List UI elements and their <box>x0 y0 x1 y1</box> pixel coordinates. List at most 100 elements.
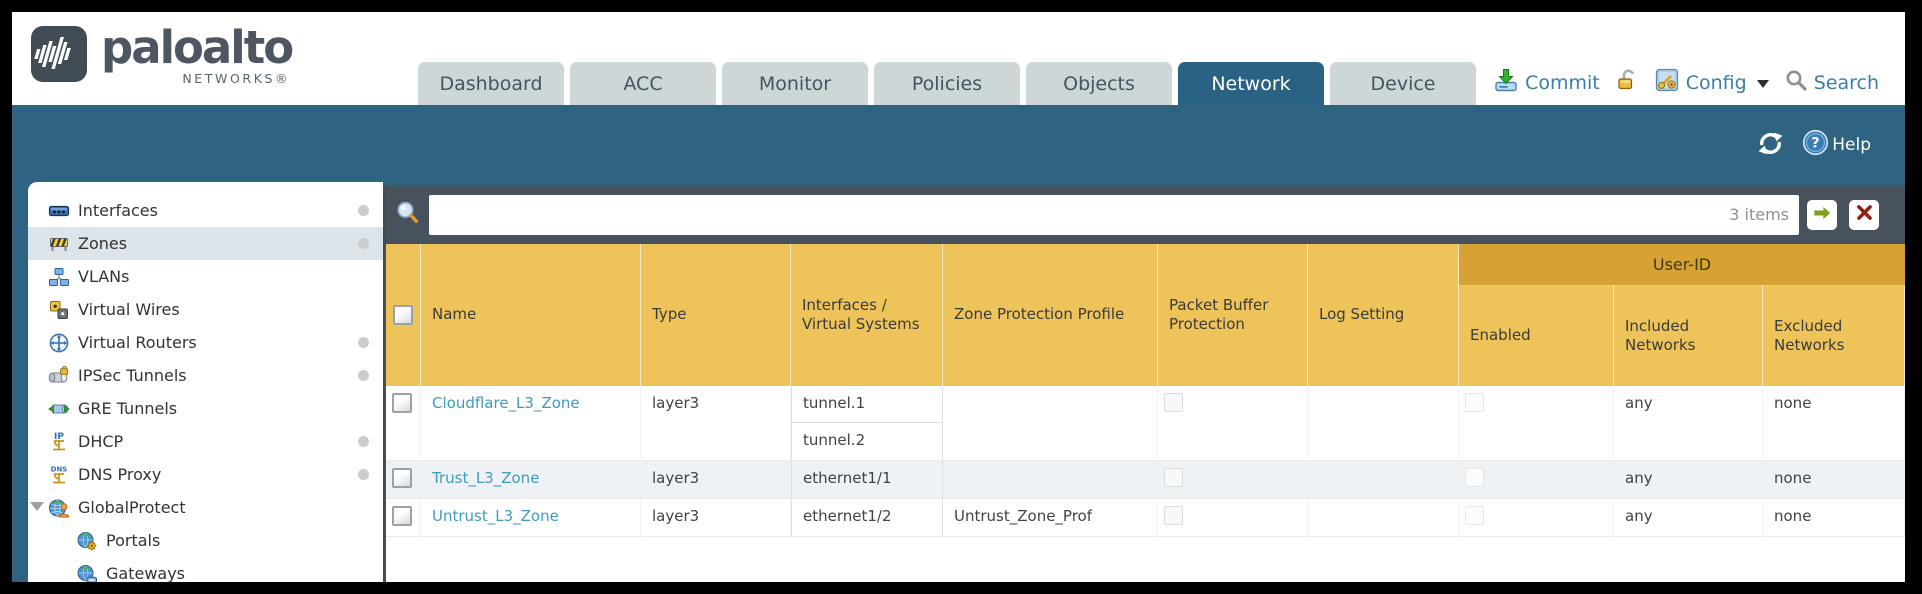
zone-name-link[interactable]: Cloudflare_L3_Zone <box>432 394 580 412</box>
arrow-right-icon <box>1812 203 1832 227</box>
commit-button[interactable]: Commit <box>1493 67 1600 98</box>
column-header-log-setting[interactable]: Log Setting <box>1308 244 1459 386</box>
sidebar-item-portals[interactable]: Portals <box>28 524 383 557</box>
sidebar-item-label: Zones <box>78 234 128 253</box>
sidebar-item-label: Portals <box>106 531 161 550</box>
column-header-included-networks[interactable]: Included Networks <box>1614 286 1763 386</box>
column-header-type[interactable]: Type <box>641 244 791 386</box>
search-label: Search <box>1813 71 1879 94</box>
zones-icon <box>48 233 70 255</box>
filter-search-icon <box>394 199 421 230</box>
filter-input[interactable] <box>429 194 1730 235</box>
unlock-icon[interactable] <box>1615 68 1639 97</box>
column-header-interfaces-virtual-systems[interactable]: Interfaces / Virtual Systems <box>791 244 943 386</box>
log-setting-cell <box>1308 499 1459 537</box>
sidebar-item-label: Interfaces <box>78 201 158 220</box>
user-id-enabled-checkbox[interactable] <box>1465 393 1484 412</box>
sidebar-item-label: Virtual Routers <box>78 333 197 352</box>
user-id-enabled-cell <box>1459 386 1614 461</box>
log-setting-cell <box>1308 461 1459 499</box>
zone-protection-profile-cell <box>943 386 1158 461</box>
included-networks-cell: any <box>1614 461 1763 499</box>
tab-objects[interactable]: Objects <box>1026 62 1172 105</box>
virtual-wires-icon <box>48 299 70 321</box>
clear-filter-button[interactable] <box>1849 199 1879 230</box>
tab-network[interactable]: Network <box>1178 62 1324 105</box>
portals-icon <box>76 530 98 552</box>
gre-tunnels-icon <box>48 398 70 420</box>
tab-dashboard[interactable]: Dashboard <box>418 62 564 105</box>
zone-name-link[interactable]: Untrust_L3_Zone <box>432 507 559 525</box>
sidebar-item-virtual-routers[interactable]: Virtual Routers <box>28 326 383 359</box>
row-checkbox[interactable] <box>392 506 412 526</box>
config-menu[interactable]: Config <box>1654 67 1769 98</box>
config-label: Config <box>1685 71 1747 94</box>
packet-buffer-protection-checkbox[interactable] <box>1164 468 1183 487</box>
tab-acc[interactable]: ACC <box>570 62 716 105</box>
brand-wordmark: paloalto NETWORKS® <box>101 21 294 86</box>
status-dot <box>358 370 369 381</box>
sidebar-item-virtual-wires[interactable]: Virtual Wires <box>28 293 383 326</box>
sidebar-item-zones[interactable]: Zones <box>28 227 383 260</box>
column-header-name[interactable]: Name <box>421 244 641 386</box>
sidebar-item-globalprotect[interactable]: GlobalProtect <box>28 491 383 524</box>
column-header-enabled[interactable]: Enabled <box>1459 286 1614 386</box>
apply-filter-button[interactable] <box>1807 199 1837 230</box>
packet-buffer-protection-checkbox[interactable] <box>1164 393 1183 412</box>
sidebar-item-label: Virtual Wires <box>78 300 180 319</box>
virtual-routers-icon <box>48 332 70 354</box>
tab-monitor[interactable]: Monitor <box>722 62 868 105</box>
status-dot <box>358 238 369 249</box>
svg-text:?: ? <box>1812 136 1820 152</box>
row-select-cell <box>386 461 421 499</box>
packet-buffer-protection-checkbox[interactable] <box>1164 506 1183 525</box>
globalprotect-icon <box>48 497 70 519</box>
row-checkbox[interactable] <box>392 468 412 488</box>
zone-protection-profile-cell: Untrust_Zone_Prof <box>943 499 1158 537</box>
tab-policies[interactable]: Policies <box>874 62 1020 105</box>
filter-searchbox: 3 items <box>429 194 1799 235</box>
user-id-group-header: User-ID <box>1459 244 1905 286</box>
tab-device[interactable]: Device <box>1330 62 1476 105</box>
row-select-cell <box>386 386 421 461</box>
excluded-networks-cell: none <box>1763 386 1905 461</box>
utility-bar: Commit <box>1493 67 1879 98</box>
zone-name-cell: Trust_L3_Zone <box>421 461 641 499</box>
user-id-enabled-checkbox[interactable] <box>1465 506 1484 525</box>
excluded-networks-cell: none <box>1763 499 1905 537</box>
select-all-checkbox[interactable] <box>393 305 413 325</box>
sidebar-item-gre-tunnels[interactable]: GRE Tunnels <box>28 392 383 425</box>
brand-name: paloalto <box>101 21 294 74</box>
sidebar-item-interfaces[interactable]: Interfaces <box>28 194 383 227</box>
sidebar-item-gateways[interactable]: Gateways <box>28 557 383 582</box>
expand-triangle-icon[interactable] <box>30 502 44 511</box>
sidebar-item-ipsec-tunnels[interactable]: IPSec Tunnels <box>28 359 383 392</box>
column-header-zone-protection-profile[interactable]: Zone Protection Profile <box>943 244 1158 386</box>
column-header-packet-buffer-protection[interactable]: Packet Buffer Protection <box>1158 244 1308 386</box>
row-checkbox[interactable] <box>392 393 412 413</box>
help-button[interactable]: ? Help <box>1802 129 1871 161</box>
zone-protection-profile-cell <box>943 461 1158 499</box>
included-networks-cell: any <box>1614 499 1763 537</box>
zone-name-link[interactable]: Trust_L3_Zone <box>432 469 540 487</box>
refresh-icon[interactable] <box>1757 130 1784 161</box>
sidebar-item-vlans[interactable]: VLANs <box>28 260 383 293</box>
global-search-button[interactable]: Search <box>1784 68 1879 97</box>
log-setting-cell <box>1308 386 1459 461</box>
user-id-enabled-checkbox[interactable] <box>1465 468 1484 487</box>
zone-name-cell: Cloudflare_L3_Zone <box>421 386 641 461</box>
column-header-excluded-networks[interactable]: Excluded Networks <box>1763 286 1905 386</box>
help-icon: ? <box>1802 129 1829 161</box>
dhcp-icon: IP <box>48 431 70 453</box>
